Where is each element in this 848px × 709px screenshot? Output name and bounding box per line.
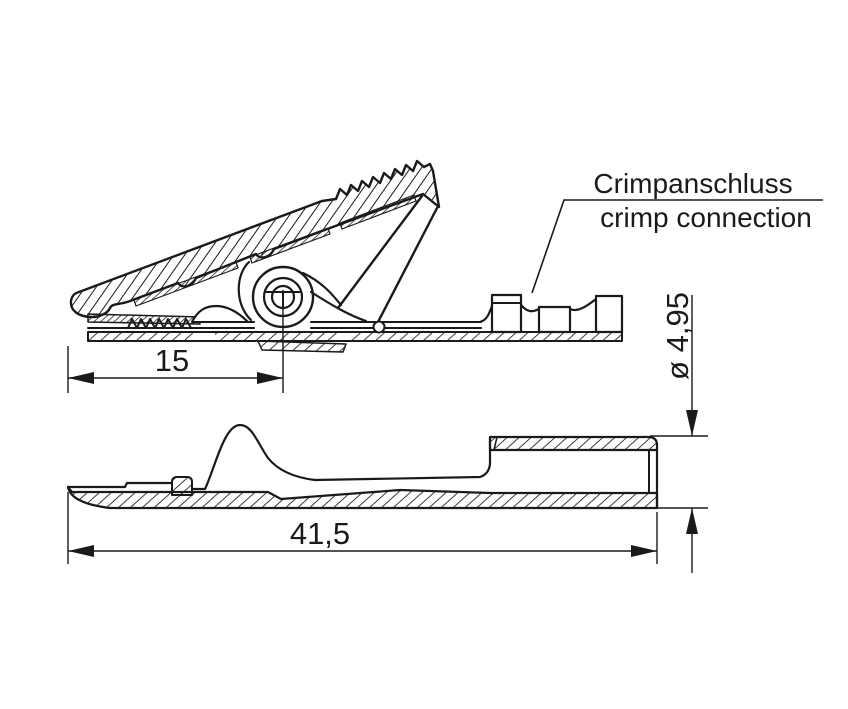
- body-rivet-tab: [171, 476, 193, 496]
- band-liner-1: [133, 261, 239, 307]
- arrowhead-right-icon: [257, 372, 283, 384]
- base-strip-hatch-2: [215, 332, 340, 341]
- dim-value-overall-length: 41,5: [290, 516, 350, 551]
- crimp-web-1: [519, 303, 541, 313]
- arrowhead-down-icon: [686, 410, 698, 436]
- base-strip-hatch-3: [350, 332, 622, 341]
- callout-label-en: crimp connection: [600, 202, 812, 233]
- body-hump-profile: [190, 423, 492, 491]
- boss-blend-upper-right: [301, 271, 343, 307]
- dim-value-jaw-length: 15: [155, 343, 189, 378]
- spring-anchor-rivet: [372, 320, 386, 334]
- boss-blend-lower-right: [309, 290, 368, 323]
- bottom-view-clip: [66, 423, 659, 510]
- dimension-barrel-diameter: ø 4,95: [650, 292, 708, 573]
- callout-leader-line: [531, 199, 823, 294]
- crimp-callout: Crimpanschluss crimp connection: [531, 168, 823, 294]
- side-view-clip: [69, 159, 624, 353]
- dimension-jaw-length: 15: [67, 290, 284, 393]
- crimp-web-2: [568, 297, 598, 312]
- band-liner-2: [249, 227, 331, 264]
- band-liner-3: [339, 194, 417, 230]
- jaw-dome: [190, 304, 250, 324]
- base-strip-hatch-1: [88, 332, 193, 341]
- callout-label-de: Crimpanschluss: [593, 168, 792, 199]
- crimp-wing-2: [537, 305, 572, 334]
- body-top-left: [66, 481, 174, 489]
- lever-arm-outer: [376, 206, 439, 324]
- boss-blend-left: [237, 260, 253, 322]
- arrowhead-left-icon: [68, 372, 94, 384]
- jaw-teeth: [127, 318, 192, 329]
- strip-offset-tab: [257, 340, 347, 353]
- dim-value-barrel-diameter: ø 4,95: [660, 292, 695, 380]
- crimp-wing-1: [490, 293, 523, 334]
- arrowhead-right-icon: [631, 545, 657, 557]
- dimension-overall-length: 41,5: [67, 492, 658, 564]
- lever-arm-inner: [336, 194, 424, 310]
- body-bottom-wall: [66, 485, 659, 510]
- barrel-wall-end: [493, 436, 498, 451]
- arrowhead-up-icon: [686, 508, 698, 534]
- barrel-top-wall: [488, 435, 659, 452]
- jaw-liner-strip: [87, 313, 201, 325]
- arrowhead-left-icon: [68, 545, 94, 557]
- crimp-wing-3: [594, 294, 624, 334]
